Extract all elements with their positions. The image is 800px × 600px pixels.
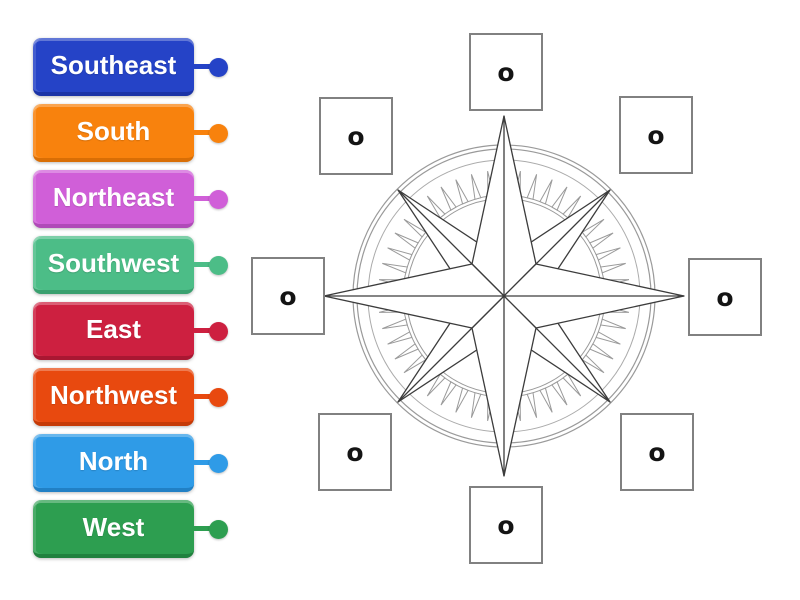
label-text: West: [82, 512, 145, 542]
connector-dot[interactable]: [209, 519, 228, 539]
label-chip-southeast[interactable]: Southeast: [33, 38, 228, 96]
connector-dot[interactable]: [209, 453, 228, 473]
label-chip-west[interactable]: West: [33, 500, 228, 558]
compass-tick-marks: [378, 170, 630, 422]
label-text: Southeast: [50, 50, 177, 80]
label-text: North: [78, 446, 149, 476]
connector-dot[interactable]: [209, 123, 228, 143]
connector-dot[interactable]: [209, 189, 228, 209]
connector-dot[interactable]: [209, 57, 228, 77]
drop-zone-left[interactable]: o: [251, 257, 325, 335]
drop-zone-bottom-right[interactable]: o: [620, 413, 694, 491]
label-chip-east[interactable]: East: [33, 302, 228, 360]
drop-zone-top-right[interactable]: o: [619, 96, 693, 174]
connector-line: [192, 262, 222, 267]
connector-line: [192, 328, 222, 333]
connector-line: [192, 460, 222, 465]
connector-line: [192, 196, 222, 201]
label-chip-south[interactable]: South: [33, 104, 228, 162]
label-chip-northwest[interactable]: Northwest: [33, 368, 228, 426]
label-chip-north[interactable]: North: [33, 434, 228, 492]
connector-dot[interactable]: [209, 321, 228, 341]
label-text: Northeast: [52, 182, 175, 212]
compass-rose-image: [323, 115, 685, 477]
label-text: Southwest: [47, 248, 180, 278]
compass-cardinal-points: [323, 115, 685, 477]
connector-line: [192, 526, 222, 531]
connector-line: [192, 394, 222, 399]
connector-dot[interactable]: [209, 255, 228, 275]
connector-dot[interactable]: [209, 387, 228, 407]
drop-zone-top-left[interactable]: o: [319, 97, 393, 175]
label-chip-northeast[interactable]: Northeast: [33, 170, 228, 228]
label-chip-southwest[interactable]: Southwest: [33, 236, 228, 294]
label-text: East: [86, 314, 141, 344]
label-text: Northwest: [49, 380, 178, 410]
drop-zone-bottom[interactable]: o: [469, 486, 543, 564]
drop-zone-right[interactable]: o: [688, 258, 762, 336]
drop-zone-top[interactable]: o: [469, 33, 543, 111]
connector-line: [192, 130, 222, 135]
label-text: South: [76, 116, 151, 146]
connector-line: [192, 64, 222, 69]
drop-zone-bottom-left[interactable]: o: [318, 413, 392, 491]
